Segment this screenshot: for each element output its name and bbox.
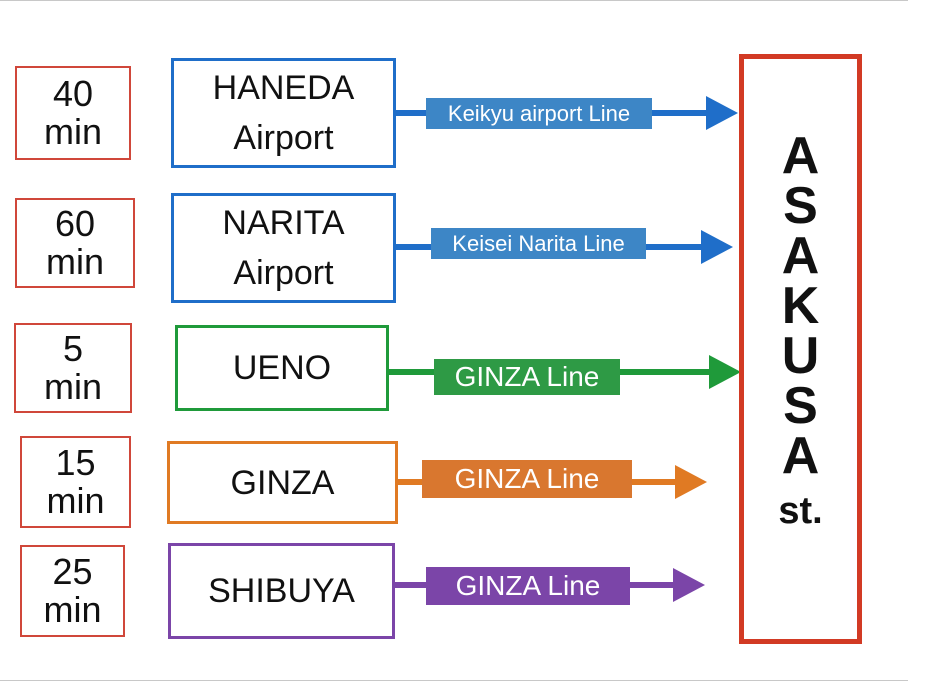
destination-letter: K [781,277,820,335]
station-name-suffix: Airport [233,119,334,157]
line-label-ginza-ueno: GINZA Line [434,359,620,395]
destination-letter: A [781,427,820,485]
station-name: UENO [232,349,332,387]
station-haneda: HANEDA Airport [171,58,396,168]
bottom-divider [0,680,908,681]
travel-time-unit: min [43,111,102,152]
travel-time-ginza: 15 min [20,436,131,528]
travel-time-unit: min [46,480,105,521]
destination-letter: A [781,127,820,185]
travel-time-value: 15 [55,442,96,483]
station-name: HANEDA [212,69,355,107]
station-name-suffix: Airport [233,254,334,292]
station-shibuya: SHIBUYA [168,543,395,639]
line-label-keisei: Keisei Narita Line [431,228,646,259]
arrow-head [673,568,705,602]
travel-time-unit: min [45,241,104,282]
destination-letter: A [781,227,820,285]
destination-letter: S [783,377,818,435]
line-label-keikyu: Keikyu airport Line [426,98,652,129]
arrow-head [709,355,741,389]
line-label-ginza-ginza: GINZA Line [422,460,632,498]
travel-time-shibuya: 25 min [20,545,125,637]
travel-time-unit: min [43,366,102,407]
travel-time-ueno: 5 min [14,323,132,413]
destination-asakusa-station: A S A K U S A st. [739,54,862,644]
arrow-head [675,465,707,499]
travel-time-value: 40 [52,73,94,114]
station-ginza: GINZA [167,441,398,524]
station-name: SHIBUYA [208,572,355,610]
station-name: NARITA [222,204,345,242]
destination-letter: S [783,177,818,235]
station-narita: NARITA Airport [171,193,396,303]
travel-time-unit: min [43,589,102,630]
travel-time-value: 5 [62,328,84,369]
destination-letter: U [781,327,820,385]
destination-suffix: st. [778,490,823,532]
travel-time-haneda: 40 min [15,66,131,160]
line-label-ginza-shibuya: GINZA Line [426,567,630,605]
arrow-head [706,96,738,130]
travel-time-narita: 60 min [15,198,135,288]
station-name: GINZA [230,463,335,502]
travel-time-value: 25 [52,551,93,592]
arrow-head [701,230,733,264]
station-ueno: UENO [175,325,389,411]
top-divider [0,0,908,1]
travel-time-value: 60 [54,203,96,244]
